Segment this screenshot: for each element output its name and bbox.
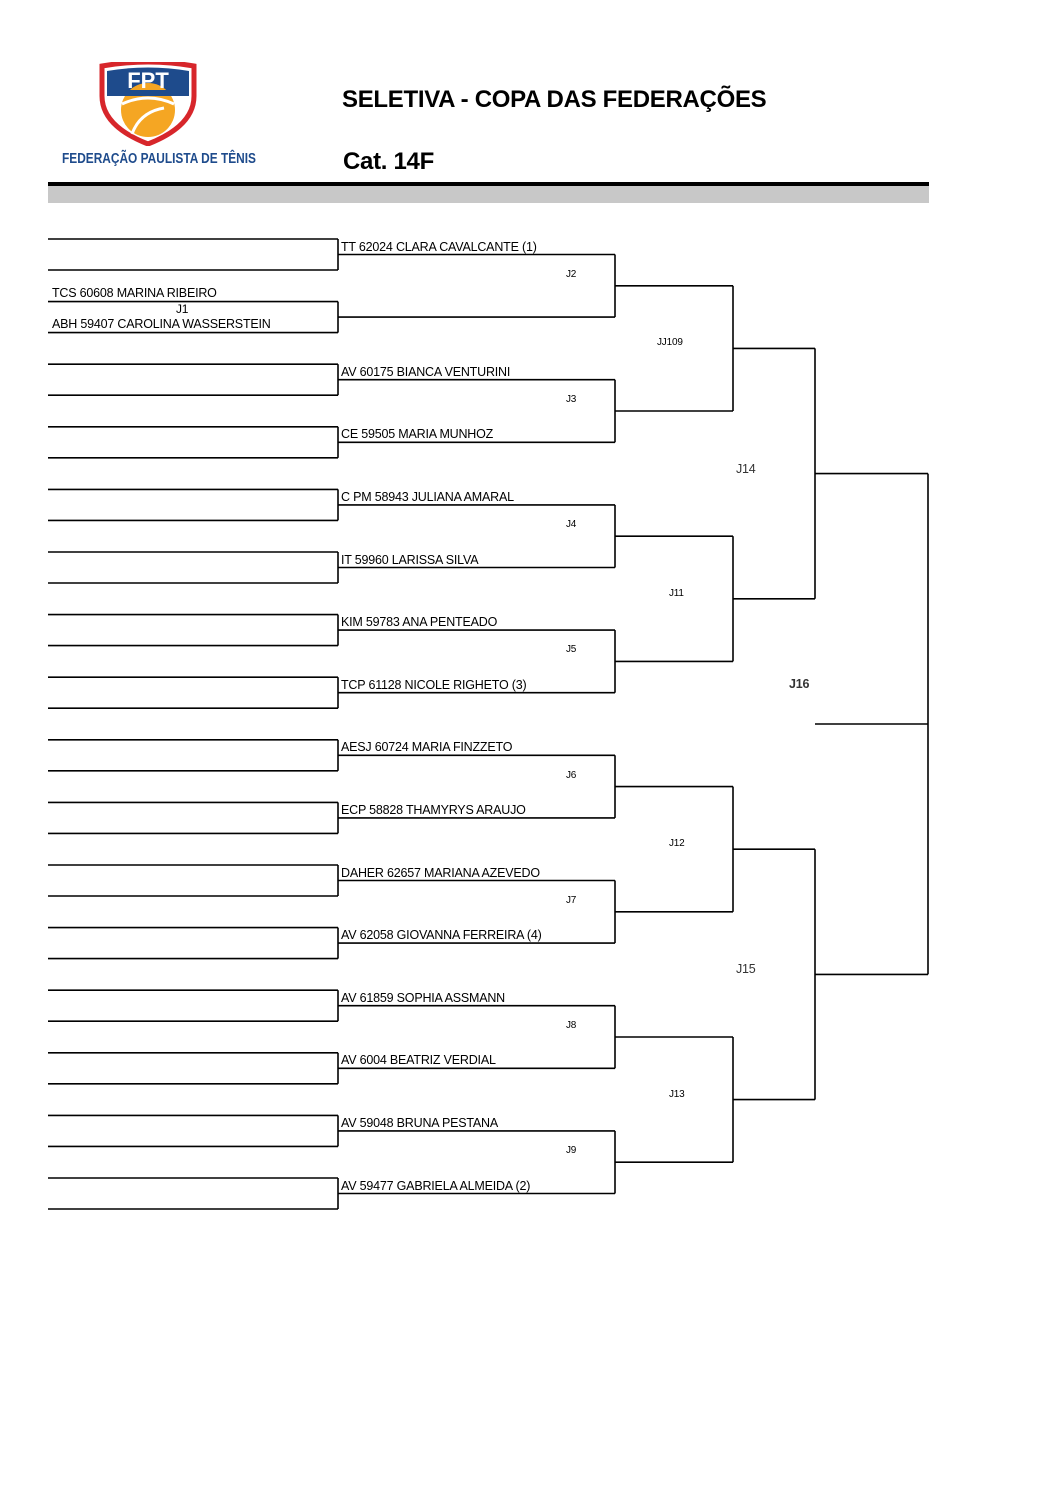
player-entry: AESJ 60724 MARIA FINZZETO bbox=[341, 740, 513, 755]
match-label: J12 bbox=[669, 838, 685, 850]
match-label: J15 bbox=[736, 962, 756, 977]
fpt-shield-icon: FPT bbox=[99, 62, 197, 146]
match-label: J8 bbox=[566, 1020, 577, 1031]
match-label: J16 bbox=[789, 677, 810, 691]
match-label: J5 bbox=[566, 644, 577, 656]
player-entry: CE 59505 MARIA MUNHOZ bbox=[341, 427, 494, 442]
match-label: J3 bbox=[566, 394, 577, 405]
match-label: J14 bbox=[736, 461, 756, 476]
player-entry: AV 59048 BRUNA PESTANA bbox=[341, 1115, 499, 1130]
player-entry: C PM 58943 JULIANA AMARAL bbox=[341, 489, 514, 504]
match-label: J11 bbox=[669, 587, 684, 599]
match-label: J6 bbox=[566, 769, 577, 781]
match-label: J13 bbox=[669, 1088, 685, 1100]
match-label: J7 bbox=[566, 894, 577, 906]
player-entry: KIM 59783 ANA PENTEADO bbox=[341, 615, 498, 630]
first-round-bottom-player: ABH 59407 CAROLINA WASSERSTEIN bbox=[52, 317, 271, 331]
player-entry: DAHER 62657 MARIANA AZEVEDO bbox=[341, 865, 540, 880]
player-entry: TT 62024 CLARA CAVALCANTE (1) bbox=[341, 239, 537, 254]
player-entry: AV 6004 BEATRIZ VERDIAL bbox=[341, 1053, 496, 1068]
header-gray-band bbox=[48, 186, 929, 203]
fpt-logo-letters: FPT bbox=[127, 68, 169, 93]
first-round-match-label: J1 bbox=[176, 302, 189, 316]
first-round-top-player: TCS 60608 MARINA RIBEIRO bbox=[52, 286, 217, 300]
player-entry: AV 61859 SOPHIA ASSMANN bbox=[341, 990, 505, 1005]
player-entry: ECP 58828 THAMYRYS ARAUJO bbox=[341, 802, 526, 817]
player-entry: AV 62058 GIOVANNA FERREIRA (4) bbox=[341, 928, 542, 943]
player-entry: IT 59960 LARISSA SILVA bbox=[341, 552, 479, 567]
match-label: JJ109 bbox=[657, 337, 683, 349]
player-entry: AV 59477 GABRIELA ALMEIDA (2) bbox=[341, 1178, 531, 1193]
player-entry: AV 60175 BIANCA VENTURINI bbox=[341, 364, 511, 379]
match-label: J2 bbox=[566, 268, 577, 280]
fpt-logo: FPT FEDERAÇÃO PAULISTA DE TÊNIS bbox=[60, 62, 256, 174]
category-title: Cat. 14F bbox=[343, 148, 434, 175]
match-label: J4 bbox=[566, 519, 577, 531]
player-entry: TCP 61128 NICOLE RIGHETO (3) bbox=[341, 677, 527, 692]
page-title: SELETIVA - COPA DAS FEDERAÇÕES bbox=[342, 86, 767, 113]
header-divider bbox=[48, 182, 929, 186]
match-label: J9 bbox=[566, 1145, 577, 1157]
